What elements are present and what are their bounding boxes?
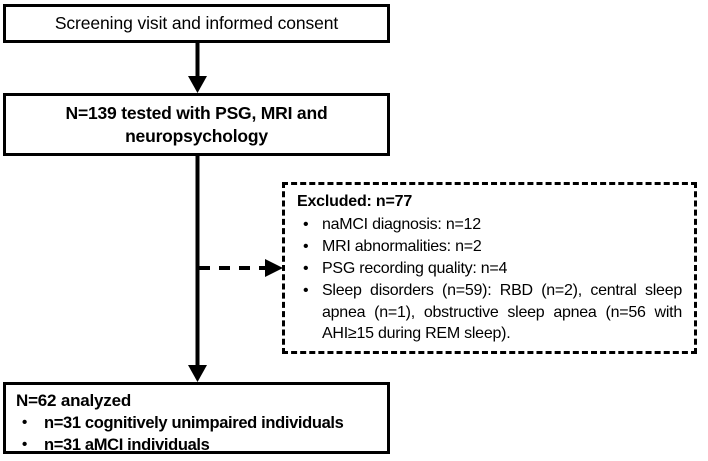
- node-tested-label-line1: N=139 tested with PSG, MRI and: [65, 103, 328, 124]
- node-analyzed: N=62 analyzed • n=31 cognitively unimpai…: [3, 382, 390, 454]
- bullet-glyph-icon: •: [303, 260, 309, 278]
- bullet-glyph-icon: •: [22, 435, 27, 453]
- list-item-text: n=31 cognitively unimpaired individuals: [44, 414, 344, 433]
- node-excluded-bullet-list: • naMCI diagnosis: n=12 • MRI abnormalit…: [297, 214, 684, 345]
- node-analyzed-bullet-list: • n=31 cognitively unimpaired individual…: [16, 413, 379, 456]
- node-analyzed-heading: N=62 analyzed: [16, 391, 132, 410]
- node-tested: N=139 tested with PSG, MRI and neuropsyc…: [3, 93, 390, 156]
- connector-tested-to-excluded-dashed-arrow-icon: [199, 259, 283, 277]
- connector-screening-to-tested-arrow-icon: [188, 43, 207, 93]
- bullet-glyph-icon: •: [303, 215, 309, 233]
- node-screening-visit-label: Screening visit and informed consent: [54, 12, 339, 33]
- list-item-text: MRI abnormalities: n=2: [322, 237, 482, 255]
- list-item: • n=31 aMCI individuals: [16, 435, 379, 456]
- bullet-glyph-icon: •: [22, 414, 27, 432]
- bullet-glyph-icon: •: [303, 237, 309, 255]
- list-item: • n=31 cognitively unimpaired individual…: [16, 413, 379, 434]
- node-tested-label-line2: neuropsychology: [125, 125, 268, 146]
- connector-tested-to-analyzed-arrow-icon: [188, 156, 207, 382]
- list-item: • MRI abnormalities: n=2: [297, 236, 684, 257]
- node-excluded-heading: Excluded: n=77: [297, 193, 413, 210]
- list-item: • PSG recording quality: n=4: [297, 258, 684, 279]
- list-item-text: PSG recording quality: n=4: [322, 260, 508, 278]
- list-item: • Sleep disorders (n=59): RBD (n=2), cen…: [297, 280, 684, 344]
- list-item: • naMCI diagnosis: n=12: [297, 214, 684, 235]
- node-screening-visit: Screening visit and informed consent: [3, 4, 390, 43]
- list-item-text: Sleep disorders (n=59): RBD (n=2), centr…: [322, 282, 682, 342]
- node-excluded: Excluded: n=77 • naMCI diagnosis: n=12 •…: [282, 182, 697, 354]
- bullet-glyph-icon: •: [303, 282, 309, 300]
- list-item-text: n=31 aMCI individuals: [44, 435, 210, 454]
- list-item-text: naMCI diagnosis: n=12: [322, 215, 481, 233]
